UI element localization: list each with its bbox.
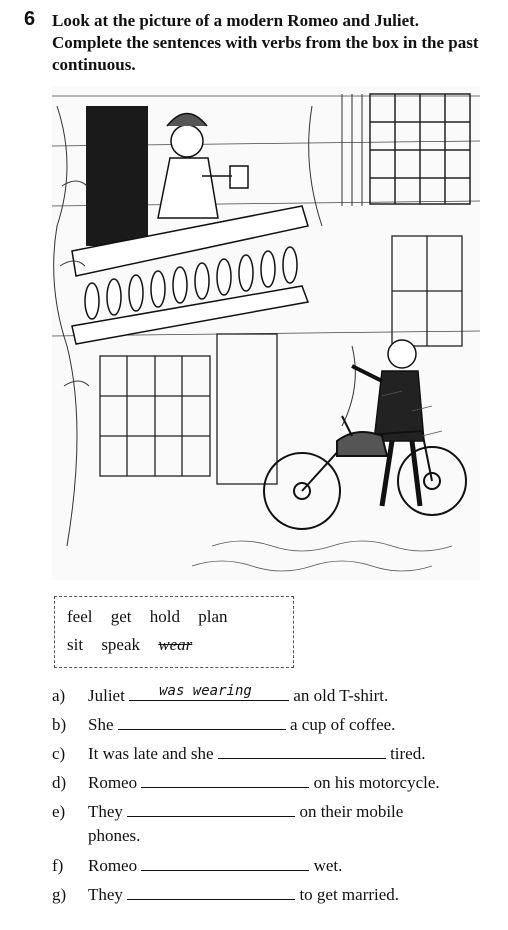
answer-blank-c[interactable]: [217, 744, 386, 759]
exercise-instruction: Look at the picture of a modern Romeo an…: [52, 11, 479, 74]
exercise-number: 6: [24, 8, 36, 30]
romeo-juliet-illustration: [52, 86, 480, 580]
juliet-figure: [157, 112, 249, 219]
answer-blank-e[interactable]: [127, 802, 296, 817]
word-feel: feel: [67, 607, 93, 626]
word-get: get: [110, 607, 132, 626]
example-answer: was wearing: [159, 683, 252, 699]
word-speak: speak: [101, 635, 141, 654]
answer-blank-b[interactable]: [117, 715, 286, 730]
sentence-c: c)It was late and she tired.: [52, 744, 426, 763]
sentence-f: f)Romeo wet.: [52, 856, 343, 875]
word-box-row-2: sit speak wear: [67, 635, 206, 655]
word-sit: sit: [67, 635, 84, 654]
sentence-e: e)They on their mobile: [52, 802, 404, 821]
sentence-b: b)She a cup of coffee.: [52, 715, 396, 734]
upper-right-window: [369, 93, 471, 205]
word-box-row-1: feel get hold plan: [67, 607, 242, 627]
sentence-a: a)Juliet was wearing an old T-shirt.: [52, 683, 389, 705]
word-hold: hold: [149, 607, 180, 626]
cobblestones: [191, 390, 453, 572]
sentence-g: g)They to get married.: [52, 885, 400, 904]
motorcycle: [263, 415, 467, 530]
word-plan: plan: [198, 607, 228, 626]
balcony: [71, 205, 310, 345]
sentence-d: d)Romeo on his motorcycle.: [52, 773, 440, 792]
sentence-e-continuation: phones.: [88, 826, 141, 845]
answer-blank-d[interactable]: [141, 773, 310, 788]
answer-blank-g[interactable]: [127, 885, 296, 900]
lower-window: [99, 235, 463, 485]
answer-blank-f[interactable]: [141, 856, 310, 871]
answer-blank-a[interactable]: was wearing: [129, 683, 290, 701]
word-wear-example: wear: [158, 635, 193, 654]
ivy-leaves: [53, 105, 356, 547]
romeo-figure: [351, 339, 425, 507]
dark-window: [86, 106, 148, 246]
verb-word-box: feel get hold plan sit speak wear: [54, 596, 294, 668]
